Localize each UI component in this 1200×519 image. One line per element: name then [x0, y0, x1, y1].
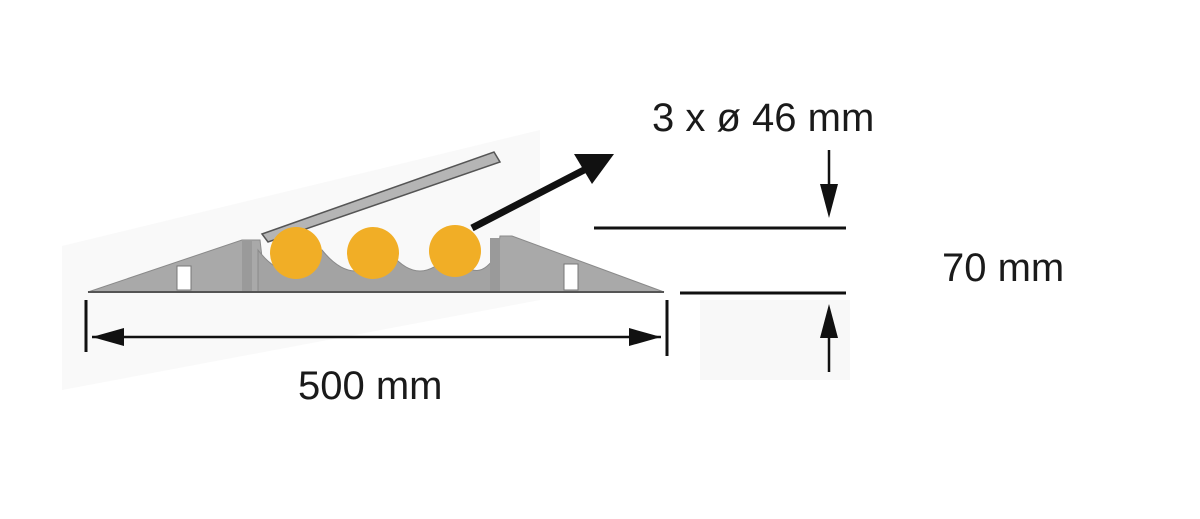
height-dimension [594, 150, 846, 372]
cable-3 [429, 225, 481, 277]
height-label: 70 mm [942, 246, 1065, 290]
cable-2 [347, 227, 399, 279]
height-arrowhead-bottom [820, 304, 838, 338]
height-arrowhead-top [820, 184, 838, 218]
width-dimension [84, 300, 669, 356]
cables [270, 225, 481, 279]
cable-1 [270, 227, 322, 279]
open-lid [260, 151, 502, 243]
ramp-slot [176, 265, 192, 291]
channel-size-label: 3 x ø 46 mm [652, 96, 875, 140]
width-label: 500 mm [298, 364, 443, 408]
width-arrowhead-left [92, 328, 124, 346]
cable-protector [87, 151, 665, 293]
width-arrowhead-right [629, 328, 661, 346]
ramp-slot [563, 263, 579, 291]
channel-divider [490, 238, 500, 292]
channel-pointer-arrow [470, 154, 614, 232]
channel-divider [242, 240, 252, 292]
